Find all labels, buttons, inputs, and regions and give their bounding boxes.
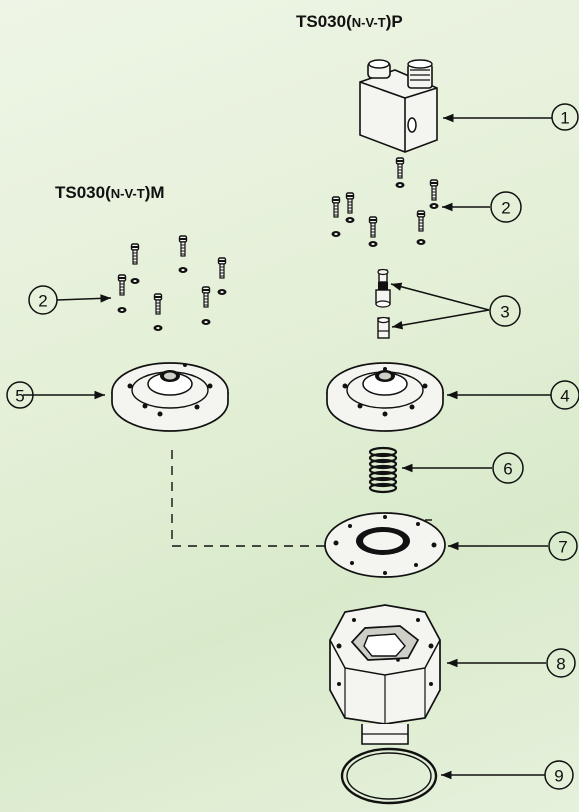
part-oring bbox=[340, 747, 438, 805]
callout-6-label: 6 bbox=[503, 460, 512, 479]
leader-lines bbox=[23, 113, 552, 780]
callout-8: 8 bbox=[546, 648, 576, 678]
part-cover-m bbox=[111, 362, 229, 432]
callout-5-label: 5 bbox=[15, 387, 24, 406]
part-spring bbox=[368, 446, 398, 494]
title-m-prefix: TS030( bbox=[55, 183, 111, 202]
callout-5: 5 bbox=[6, 381, 34, 409]
callout-2-p-label: 2 bbox=[501, 199, 510, 218]
part-cover-p bbox=[326, 362, 444, 432]
callout-2-m-label: 2 bbox=[38, 292, 47, 311]
callout-9-label: 9 bbox=[554, 767, 563, 786]
callout-2-p: 2 bbox=[490, 191, 522, 223]
title-m-suffix: )M bbox=[144, 183, 165, 202]
part-diaphragm bbox=[324, 512, 446, 578]
part-coil bbox=[359, 59, 438, 153]
callout-4-label: 4 bbox=[560, 387, 569, 406]
title-ts030m: TS030(N-V-T)M bbox=[55, 183, 165, 203]
title-ts030p: TS030(N-V-T)P bbox=[296, 12, 403, 32]
part-plunger bbox=[375, 268, 391, 339]
callout-3-label: 3 bbox=[500, 303, 509, 322]
part-body bbox=[329, 604, 441, 745]
callout-3: 3 bbox=[489, 295, 521, 327]
title-p-prefix: TS030( bbox=[296, 12, 352, 31]
callout-7: 7 bbox=[548, 531, 578, 561]
title-m-mid: N-V-T bbox=[110, 186, 145, 201]
callout-2-m: 2 bbox=[28, 285, 58, 315]
dashed-link bbox=[171, 450, 327, 547]
callout-8-label: 8 bbox=[556, 655, 565, 674]
part-screws-p bbox=[331, 157, 439, 247]
callout-7-label: 7 bbox=[558, 538, 567, 557]
callout-9: 9 bbox=[544, 760, 574, 790]
callout-4: 4 bbox=[550, 380, 579, 410]
part-screws-m bbox=[117, 235, 227, 331]
title-p-suffix: )P bbox=[385, 12, 403, 31]
callout-1: 1 bbox=[551, 103, 579, 131]
title-p-mid: N-V-T bbox=[351, 15, 386, 30]
callout-1-label: 1 bbox=[560, 109, 569, 128]
callout-6: 6 bbox=[492, 452, 524, 484]
